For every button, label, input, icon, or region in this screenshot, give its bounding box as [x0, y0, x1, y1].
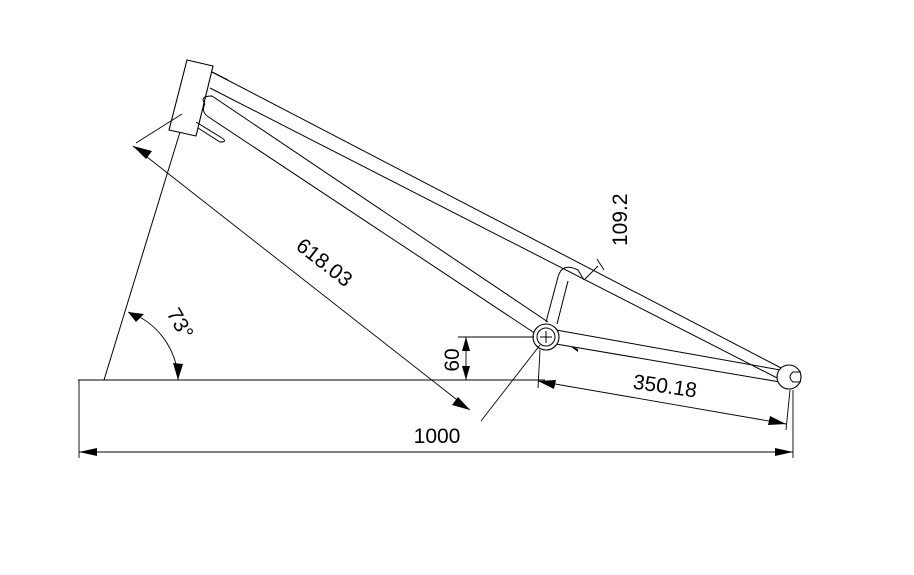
- dim-label-350-18: 350.18: [631, 371, 698, 403]
- dim-label-73-deg: 73°: [162, 304, 198, 343]
- dim-350-18: [537, 346, 791, 431]
- dim-1000: [78, 380, 794, 458]
- top-tube: [209, 71, 786, 383]
- dim-73-deg: [127, 311, 183, 381]
- dim-618-03: [132, 113, 541, 422]
- seat-tube: [545, 266, 585, 325]
- dim-109-2: [583, 258, 605, 281]
- rear-dropout: [776, 364, 802, 390]
- dim-label-618-03: 618.03: [292, 234, 357, 292]
- head-tube: [168, 59, 214, 137]
- dim-label-1000: 1000: [414, 425, 461, 448]
- steering-axis-line: [103, 131, 181, 381]
- bottom-bracket: [532, 323, 560, 351]
- dim-60: [458, 336, 534, 380]
- chainstay: [555, 329, 787, 384]
- dim-label-109-2: 109.2: [609, 193, 632, 246]
- dim-label-60: 60: [441, 348, 464, 371]
- down-tube: [195, 95, 549, 335]
